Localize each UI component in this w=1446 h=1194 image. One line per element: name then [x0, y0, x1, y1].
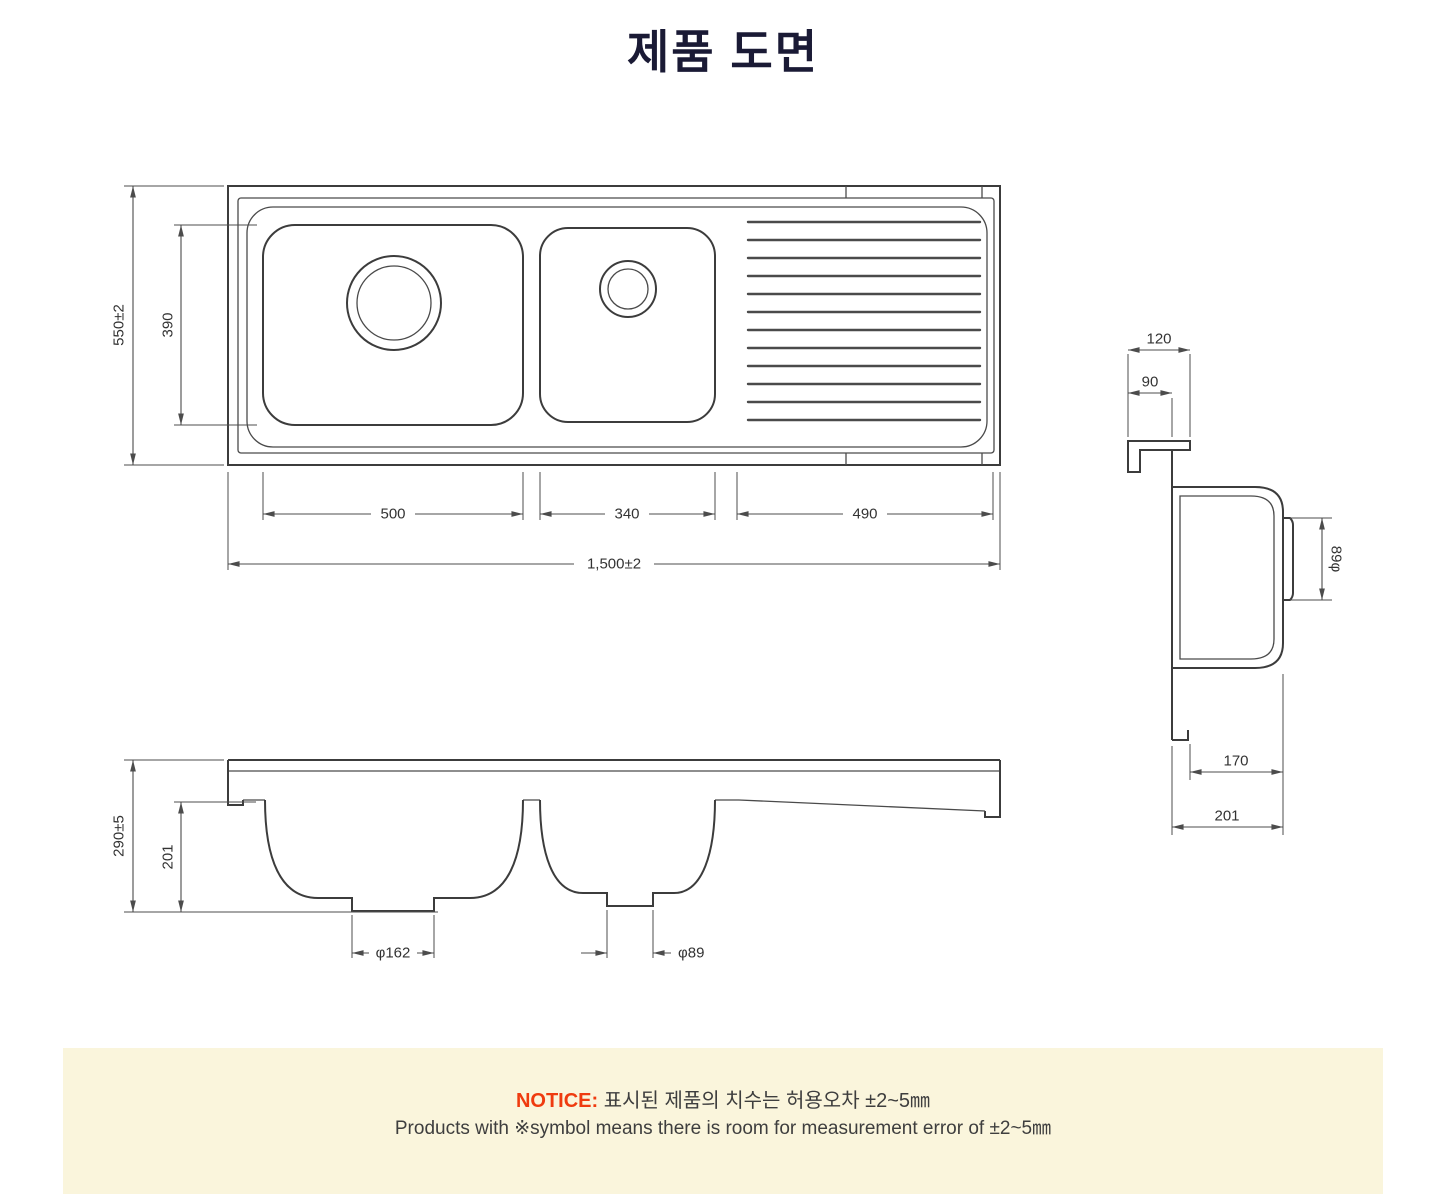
sink-rim-inner-edge: [237, 197, 995, 454]
top-view: [227, 185, 1001, 466]
middle-bowl: [539, 227, 716, 423]
rim-lip-profile: [1127, 440, 1191, 473]
dim-drainboard-width: 490: [852, 506, 877, 523]
notice-label: NOTICE:: [515, 1090, 599, 1112]
dim-drain-diameter-side: 89φ: [1328, 546, 1345, 573]
dim-side-overall-depth: 201: [1214, 808, 1239, 825]
front-view: [227, 759, 1001, 912]
bottom-foot: [1172, 730, 1189, 741]
left-end-cap: [227, 760, 244, 806]
dim-bowl-bottom-depth: 170: [1223, 753, 1248, 770]
drainboard-slope: [738, 799, 986, 812]
bowl-section-inner: [1179, 495, 1275, 660]
left-bowl-elevation: [264, 799, 524, 912]
page-title: 제품 도면: [626, 26, 820, 78]
notice-text-ko: 표시된 제품의 치수는 허용오차 ±2~5㎜: [603, 1090, 931, 1112]
bowl-section-outer: [1172, 486, 1284, 669]
drain-outlet-bulge: [1283, 517, 1294, 601]
drawing-canvas: 550±2 390 500 340 490 1,500±2: [111, 185, 1345, 962]
dim-middle-drain-diameter: φ89: [678, 945, 704, 962]
drainboard-ribs: [746, 220, 982, 422]
dim-rim-depth: 120: [1146, 331, 1171, 348]
dim-middle-bowl-width: 340: [614, 506, 639, 523]
dim-left-bowl-width: 500: [380, 506, 405, 523]
dim-front-overall-height: 290±5: [111, 815, 128, 857]
middle-bowl-drain: [599, 260, 657, 318]
side-view-dimensions: 120 90 89φ 170 201: [1127, 331, 1345, 835]
right-end-cap: [984, 760, 1001, 818]
dim-bowl-depth-front-back: 390: [160, 312, 177, 337]
side-view: [1127, 440, 1294, 741]
middle-bowl-elevation: [539, 799, 716, 907]
dim-overall-width: 1,500±2: [587, 556, 641, 573]
edge-ticks: [845, 186, 983, 465]
left-bowl: [262, 224, 524, 426]
front-view-dimensions: 290±5 201 φ162 φ89: [111, 759, 704, 962]
dim-front-bowl-height: 201: [160, 844, 177, 869]
dim-left-drain-diameter: φ162: [376, 945, 411, 962]
left-bowl-drain: [346, 255, 442, 351]
notice-line-ko: NOTICE: 표시된 제품의 치수는 허용오차 ±2~5㎜: [63, 1088, 1383, 1115]
basin-recess: [246, 206, 988, 448]
notice-line-en: Products with ※symbol means there is roo…: [394, 1118, 1052, 1139]
top-view-dimensions: 550±2 390 500 340 490 1,500±2: [111, 185, 1001, 573]
sink-outer-frame: [227, 185, 1001, 466]
dim-backsplash-depth: 90: [1142, 374, 1159, 391]
dim-overall-depth: 550±2: [111, 304, 128, 346]
notice-bar: NOTICE: 표시된 제품의 치수는 허용오차 ±2~5㎜ Products …: [63, 1048, 1383, 1194]
